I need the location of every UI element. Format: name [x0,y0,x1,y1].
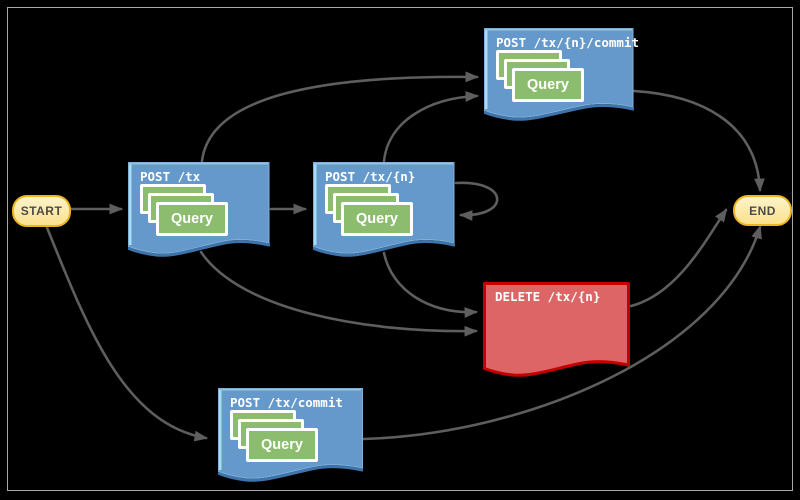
query-card-front: Query [341,202,413,236]
edge-post-tx-commit-to-end [361,225,762,441]
document-shape [483,282,630,377]
node-delete-tx-n: DELETE /tx/{n} [483,282,630,382]
query-card-front: Query [512,68,584,102]
node-title: POST /tx/{n}/commit [496,35,639,50]
node-title: DELETE /tx/{n} [495,289,601,304]
query-stack: Query [140,184,244,260]
query-card-front: Query [246,428,318,462]
node-post-tx-commit: POST /tx/commit Query [218,388,363,488]
query-label: Query [356,211,398,227]
query-stack: Query [325,184,429,260]
edge-delete-to-end [629,208,728,308]
query-stack: Query [496,50,600,126]
edge-post-tx-to-commit-n [200,71,480,163]
node-title: POST /tx [140,169,201,184]
query-card-front: Query [156,202,228,236]
edge-post-tx-n-to-commit-n [382,91,480,163]
node-post-tx-n-commit: POST /tx/{n}/commit Query [484,28,639,126]
node-post-tx-n: POST /tx/{n} Query [313,162,455,262]
node-end: END [733,195,792,226]
edge-start-to-post-tx-commit [44,223,208,442]
end-label: END [749,203,776,218]
diagram-frame [7,7,793,491]
edge-post-tx-n-to-delete [382,251,479,318]
query-label: Query [261,437,303,453]
node-title: POST /tx/{n} [325,169,416,184]
edge-post-tx-n-self-loop [454,181,499,221]
node-start: START [12,195,71,227]
edge-commit-n-to-end [632,89,765,193]
query-label: Query [171,211,213,227]
node-post-tx: POST /tx Query [128,162,270,262]
node-title: POST /tx/commit [230,395,343,410]
edge-post-tx-to-delete [199,250,479,337]
query-label: Query [527,77,569,93]
query-stack: Query [230,410,334,486]
start-label: START [20,204,63,218]
